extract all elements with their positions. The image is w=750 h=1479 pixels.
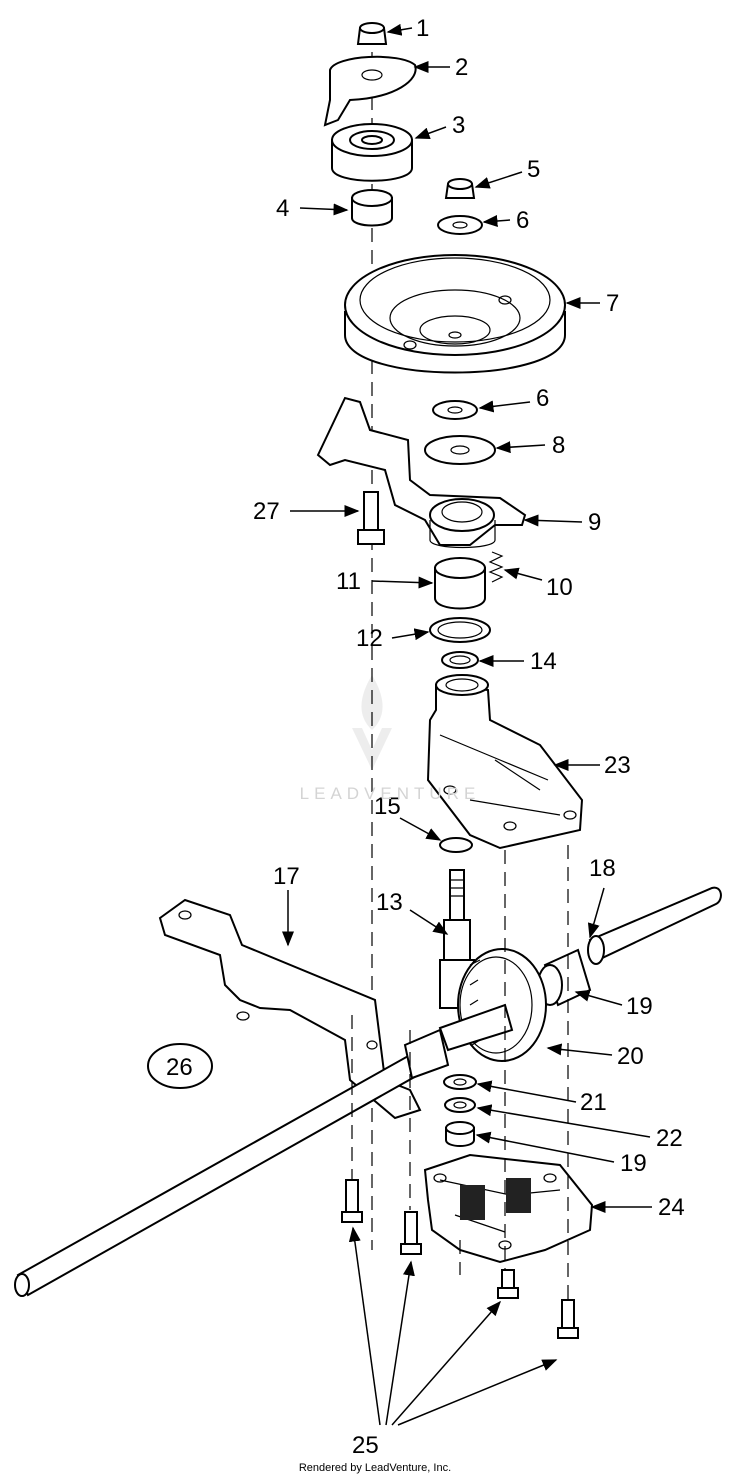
callout-labels: 1 2 3 4 5 6 7 6 8 27 9 11 10 12 14 23 15… bbox=[166, 15, 685, 1459]
callout-24: 24 bbox=[658, 1194, 685, 1221]
part-7-drive-pulley bbox=[344, 254, 566, 374]
part-12-washer bbox=[429, 617, 491, 643]
part-15-snap-ring bbox=[439, 837, 473, 853]
callout-13: 13 bbox=[376, 889, 403, 916]
callout-2: 2 bbox=[455, 54, 468, 81]
part-14-bearing bbox=[441, 651, 479, 669]
part-27-bolt bbox=[357, 491, 385, 545]
part-18-output-shaft bbox=[587, 886, 722, 965]
callout-11: 11 bbox=[336, 568, 361, 595]
part-11-bushing bbox=[434, 557, 486, 610]
callout-3: 3 bbox=[452, 112, 465, 139]
callout-27: 27 bbox=[253, 498, 280, 525]
part-22-washer bbox=[444, 1097, 476, 1113]
part-8-washer bbox=[424, 435, 496, 465]
callout-15: 15 bbox=[374, 793, 401, 820]
callout-6-lower: 6 bbox=[536, 385, 549, 412]
callout-5: 5 bbox=[527, 156, 540, 183]
callout-17: 17 bbox=[273, 863, 300, 890]
callout-23: 23 bbox=[604, 752, 631, 779]
callout-26-circle bbox=[147, 1043, 213, 1089]
part-1-nut bbox=[356, 22, 388, 45]
part-19-bearing-lower bbox=[445, 1121, 475, 1147]
callout-8: 8 bbox=[552, 432, 565, 459]
callout-7: 7 bbox=[606, 290, 619, 317]
part-4-spacer bbox=[351, 189, 393, 227]
part-23-upper-housing bbox=[426, 674, 584, 850]
part-24-lower-housing bbox=[423, 1153, 594, 1264]
part-6-washer-top bbox=[437, 215, 483, 235]
callout-22: 22 bbox=[656, 1125, 683, 1152]
part-9-shift-bracket bbox=[316, 396, 527, 549]
part-5-nut bbox=[444, 178, 476, 199]
callout-9: 9 bbox=[588, 509, 601, 536]
callout-21: 21 bbox=[580, 1089, 607, 1116]
footer-credit: Rendered by LeadVenture, Inc. bbox=[298, 1462, 452, 1474]
alignment-lines bbox=[351, 845, 569, 1300]
callout-10: 10 bbox=[546, 574, 573, 601]
callout-12: 12 bbox=[356, 625, 383, 652]
callout-25: 25 bbox=[352, 1432, 379, 1459]
part-3-idler-pulley bbox=[331, 123, 413, 182]
callout-18: 18 bbox=[589, 855, 616, 882]
part-2-idler-bracket bbox=[323, 55, 417, 127]
callout-14: 14 bbox=[530, 648, 557, 675]
part-6-washer-lower bbox=[432, 400, 478, 420]
callout-19-lower: 19 bbox=[620, 1150, 647, 1177]
watermark-text: LEADVENTURE bbox=[299, 784, 481, 803]
callout-26: 26 bbox=[166, 1054, 193, 1081]
part-21-washer bbox=[443, 1074, 477, 1090]
callout-1: 1 bbox=[416, 15, 429, 42]
part-10-spring bbox=[488, 551, 504, 583]
part-axle-shaft bbox=[14, 1003, 514, 1297]
leader-arrows bbox=[282, 23, 652, 1426]
part-20-worm-gear bbox=[457, 948, 547, 1062]
callout-6-top: 6 bbox=[516, 207, 529, 234]
callout-20: 20 bbox=[617, 1043, 644, 1070]
callout-4: 4 bbox=[276, 195, 289, 222]
callout-19-right: 19 bbox=[626, 993, 653, 1020]
